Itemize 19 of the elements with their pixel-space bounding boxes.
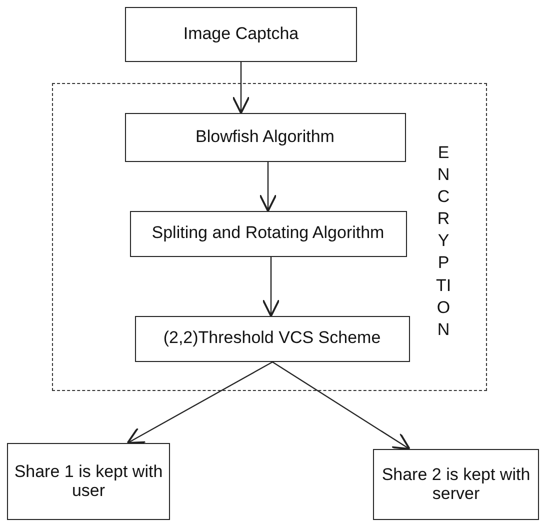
box-text: Image Captcha — [183, 25, 299, 44]
dashed-group-box — [52, 83, 487, 391]
arrow — [259, 162, 277, 212]
box-text: Share 2 is kept with server — [380, 466, 532, 504]
box-text: (2,2)Threshold VCS Scheme — [163, 329, 381, 348]
arrow — [262, 257, 280, 317]
arrow — [126, 361, 273, 444]
process-box — [124, 112, 406, 162]
process-box — [373, 449, 539, 520]
vertical-heading: ENCRYPTION — [435, 142, 452, 341]
box-text: Share 1 is kept with user — [13, 462, 164, 500]
arrow — [232, 62, 250, 114]
process-box — [7, 443, 170, 520]
process-box — [125, 7, 357, 62]
arrow — [272, 362, 410, 450]
process-box — [134, 316, 410, 362]
box-text: Blowfish Algorithm — [196, 128, 334, 146]
box-text: Spliting and Rotating Algorithm — [152, 224, 384, 243]
process-box — [130, 210, 406, 256]
